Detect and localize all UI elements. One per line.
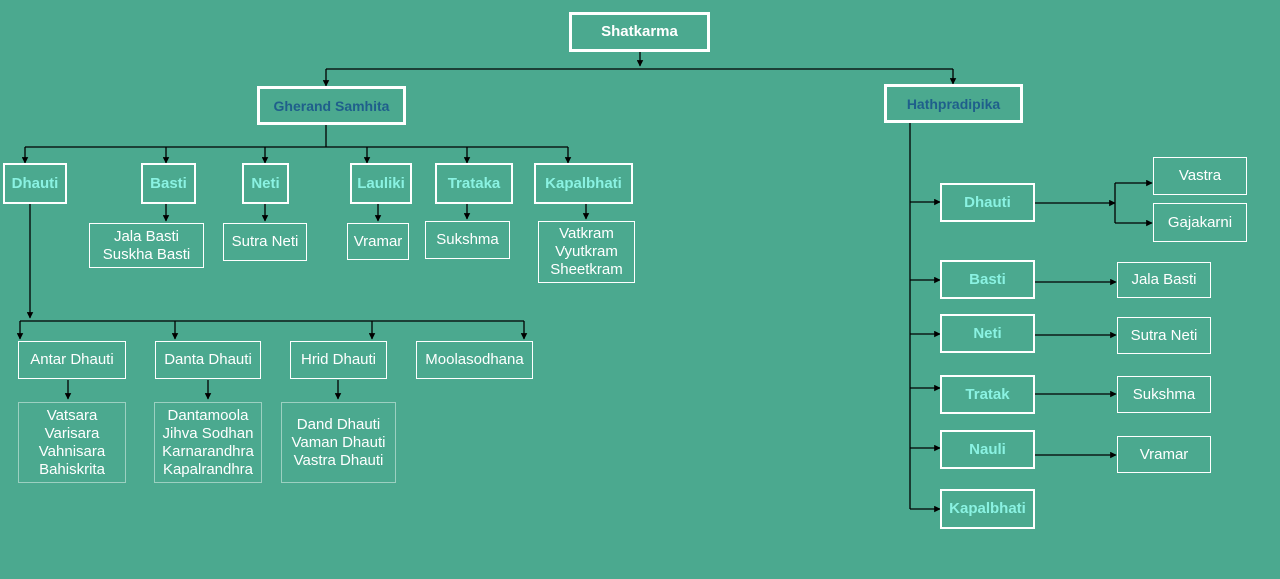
- node-hathpradipika-label: Hathpradipika: [906, 95, 1001, 112]
- node-g-neti: Neti: [242, 163, 289, 204]
- node-g-trataka: Trataka: [435, 163, 513, 204]
- list-item: Karnarandhra: [162, 442, 254, 460]
- node-h-basti-label: Basti: [969, 270, 1006, 288]
- node-h-sutra-neti: Sutra Neti: [1117, 317, 1211, 354]
- node-hrid-dhauti-label: Hrid Dhauti: [300, 351, 377, 368]
- list-item: Sukshma: [436, 231, 499, 248]
- node-moolasodhana: Moolasodhana: [416, 341, 533, 379]
- list-hrid-dhauti-types: Dand Dhauti Vaman Dhauti Vastra Dhauti: [281, 402, 396, 483]
- list-item: Sutra Neti: [1130, 326, 1198, 344]
- node-g-kapalbhati: Kapalbhati: [534, 163, 633, 204]
- node-h-sukshma: Sukshma: [1117, 376, 1211, 413]
- list-g-basti-types: Jala Basti Suskha Basti: [89, 223, 204, 268]
- node-h-kapalbhati: Kapalbhati: [940, 489, 1035, 529]
- list-g-trataka-types: Sukshma: [425, 221, 510, 259]
- list-item: Vahnisara: [38, 442, 106, 460]
- list-item: Sutra Neti: [231, 233, 299, 250]
- list-item: Suskha Basti: [102, 245, 191, 263]
- node-antar-dhauti: Antar Dhauti: [18, 341, 126, 379]
- node-shatkarma-label: Shatkarma: [601, 23, 678, 40]
- node-h-vramar: Vramar: [1117, 436, 1211, 473]
- list-item: Jala Basti: [1131, 271, 1197, 288]
- list-item: Kapalrandhra: [162, 460, 254, 478]
- node-h-neti-label: Neti: [973, 324, 1002, 342]
- node-antar-dhauti-label: Antar Dhauti: [30, 351, 114, 368]
- node-danta-dhauti: Danta Dhauti: [155, 341, 261, 379]
- node-h-jala-basti: Jala Basti: [1117, 262, 1211, 298]
- list-item: Vastra: [1178, 167, 1222, 184]
- node-h-dhauti-label: Dhauti: [964, 193, 1011, 211]
- node-h-tratak-label: Tratak: [965, 385, 1010, 403]
- node-h-vastra: Vastra: [1153, 157, 1247, 195]
- node-h-basti: Basti: [940, 260, 1035, 299]
- node-g-lauliki: Lauliki: [350, 163, 412, 204]
- node-h-nauli-label: Nauli: [969, 440, 1006, 458]
- list-item: Sukshma: [1132, 385, 1196, 403]
- node-h-nauli: Nauli: [940, 430, 1035, 469]
- list-item: Vatsara: [46, 406, 98, 424]
- node-shatkarma: Shatkarma: [569, 12, 710, 52]
- list-g-neti-types: Sutra Neti: [223, 223, 307, 261]
- list-item: Sheetkram: [550, 261, 623, 278]
- node-g-basti-label: Basti: [150, 174, 187, 192]
- list-item: Bahiskrita: [39, 460, 105, 478]
- node-h-tratak: Tratak: [940, 375, 1035, 414]
- node-moolasodhana-label: Moolasodhana: [425, 351, 524, 368]
- list-g-lauliki-types: Vramar: [347, 223, 409, 260]
- list-item: Varisara: [44, 424, 100, 442]
- node-h-kapalbhati-label: Kapalbhati: [949, 500, 1026, 517]
- list-item: Dand Dhauti: [296, 415, 381, 433]
- list-danta-dhauti-types: Dantamoola Jihva Sodhan Karnarandhra Kap…: [154, 402, 262, 483]
- list-g-kapalbhati-types: Vatkram Vyutkram Sheetkram: [538, 221, 635, 283]
- node-g-kapalbhati-label: Kapalbhati: [545, 174, 622, 192]
- list-item: Vastra Dhauti: [293, 451, 384, 469]
- node-gherand-samhita-label: Gherand Samhita: [273, 97, 390, 114]
- node-danta-dhauti-label: Danta Dhauti: [164, 351, 252, 368]
- list-item: Vramar: [353, 232, 403, 250]
- list-item: Jihva Sodhan: [162, 424, 254, 442]
- node-gherand-samhita: Gherand Samhita: [257, 86, 406, 125]
- node-h-dhauti: Dhauti: [940, 183, 1035, 222]
- node-g-trataka-label: Trataka: [447, 174, 501, 192]
- node-g-dhauti-label: Dhauti: [11, 174, 59, 192]
- list-item: Vaman Dhauti: [291, 433, 386, 451]
- list-item: Vramar: [1139, 445, 1189, 463]
- node-h-neti: Neti: [940, 314, 1035, 353]
- node-hathpradipika: Hathpradipika: [884, 84, 1023, 123]
- node-h-gajakarni: Gajakarni: [1153, 203, 1247, 242]
- list-item: Gajakarni: [1167, 213, 1233, 231]
- list-antar-dhauti-types: Vatsara Varisara Vahnisara Bahiskrita: [18, 402, 126, 483]
- node-g-basti: Basti: [141, 163, 196, 204]
- list-item: Vatkram: [559, 225, 614, 242]
- node-hrid-dhauti: Hrid Dhauti: [290, 341, 387, 379]
- node-g-neti-label: Neti: [251, 174, 280, 192]
- list-item: Vyutkram: [555, 243, 618, 260]
- node-g-dhauti: Dhauti: [3, 163, 67, 204]
- node-g-lauliki-label: Lauliki: [357, 174, 405, 192]
- list-item: Jala Basti: [113, 227, 180, 245]
- list-item: Dantamoola: [167, 406, 249, 424]
